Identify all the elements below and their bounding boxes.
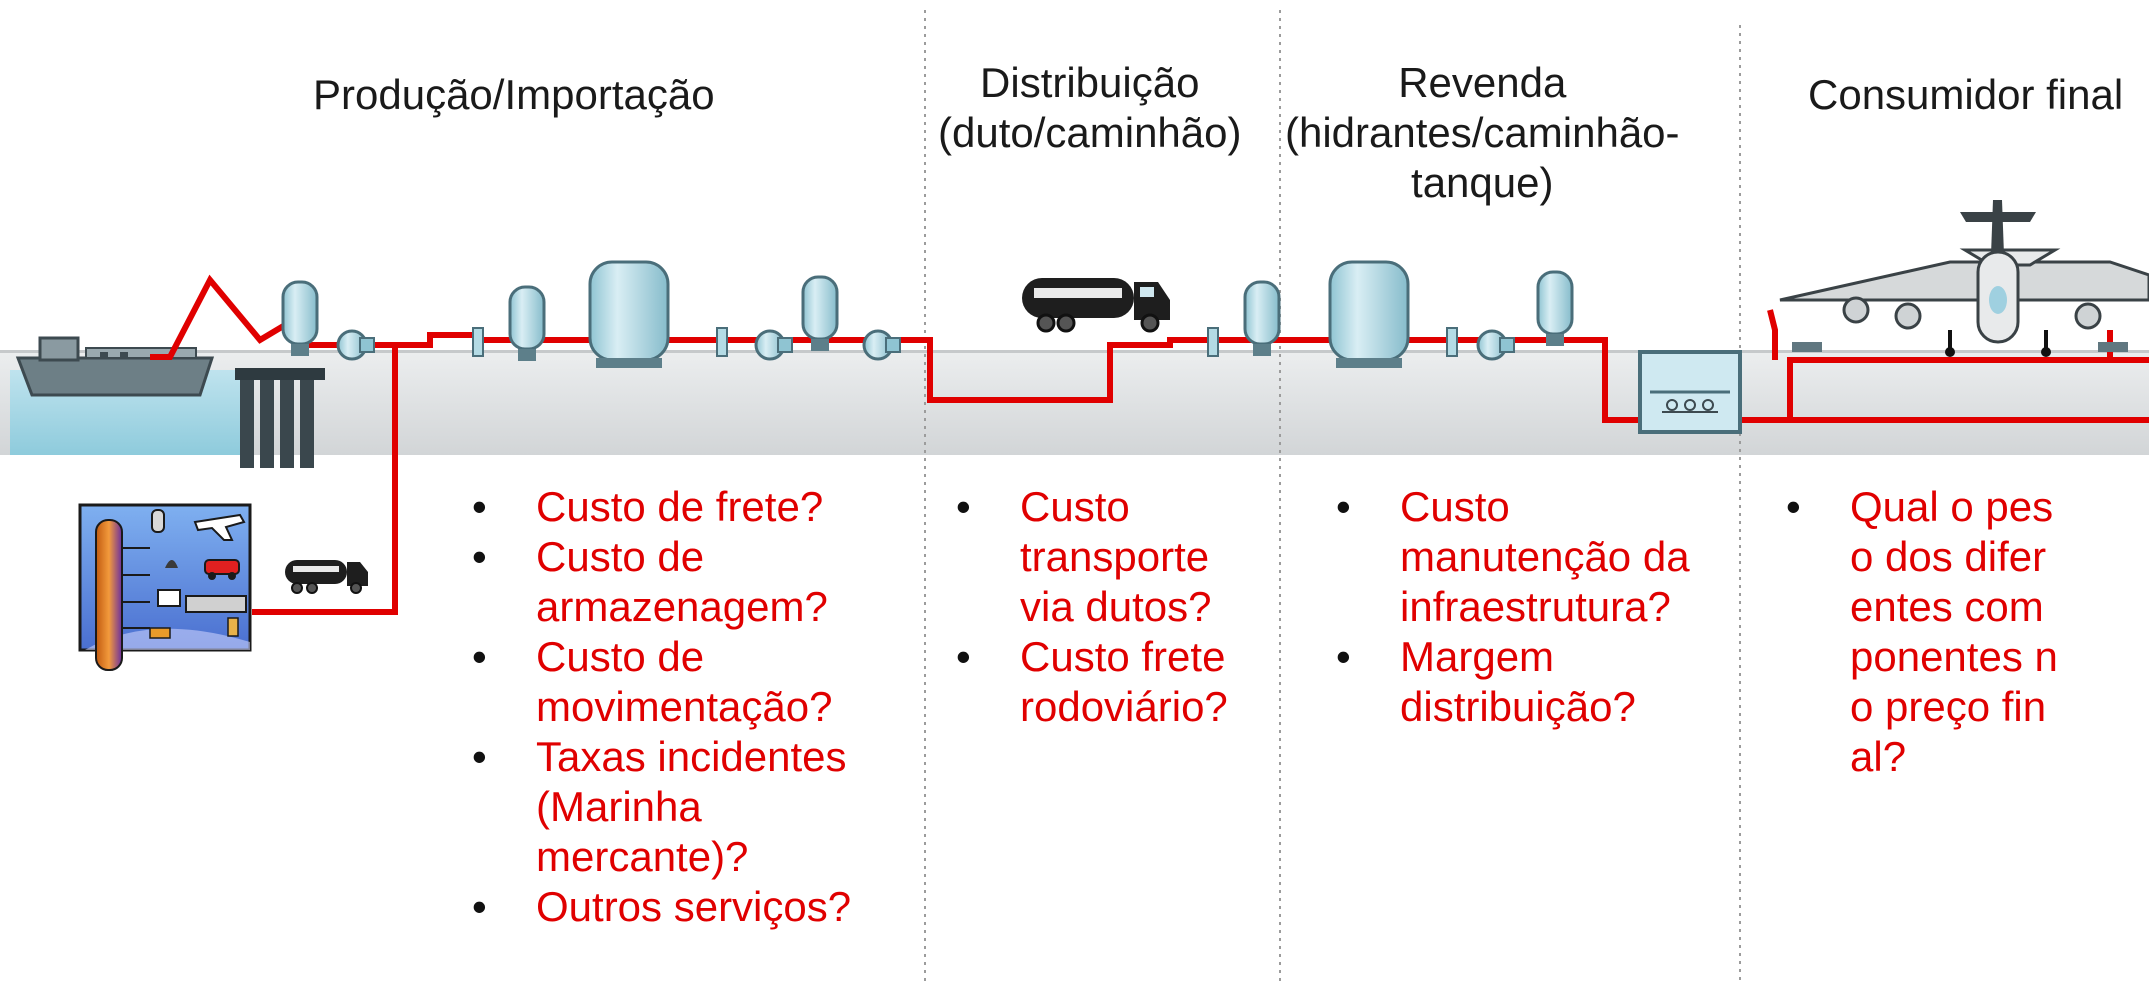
questions-distribuicao: Custo transporte via dutos? Custo frete … bbox=[950, 482, 1270, 732]
stage-title-producao: Produção/Importação bbox=[313, 71, 715, 118]
questions-producao: Custo de frete? Custo de armazenagem? Cu… bbox=[466, 482, 906, 932]
stage-title-revenda: Revenda (hidrantes/caminhão- tanque) bbox=[1285, 59, 1680, 206]
hydrant-pit-icon bbox=[1638, 350, 1742, 434]
tank-icon-small-4 bbox=[1243, 280, 1281, 358]
refinery-icon bbox=[78, 503, 252, 671]
ship-icon bbox=[15, 336, 215, 397]
airplane-icon bbox=[1779, 200, 2149, 357]
question-item: Qual o peso dos diferentes componentes n… bbox=[1780, 482, 2060, 782]
question-item: Outros serviços? bbox=[466, 882, 906, 932]
valve-icon-1 bbox=[472, 327, 484, 357]
stage-title-distribuicao: Distribuição (duto/caminhão) bbox=[938, 59, 1242, 156]
question-item: Margem distribuição? bbox=[1330, 632, 1700, 732]
truck-icon-production bbox=[285, 560, 368, 594]
stage-title-consumidor: Consumidor final bbox=[1808, 71, 2124, 118]
tank-icon-small-5 bbox=[1536, 270, 1574, 348]
valve-icon-4 bbox=[1446, 327, 1458, 357]
pipeline bbox=[150, 274, 2149, 615]
question-item: Custo manutenção da infraestrutura? bbox=[1330, 482, 1700, 632]
question-item: Custo frete rodoviário? bbox=[950, 632, 1240, 732]
question-item: Custo de movimentação? bbox=[466, 632, 866, 732]
question-item: Taxas incidentes (Marinha mercante)? bbox=[466, 732, 886, 882]
valve-icon-3 bbox=[1207, 327, 1219, 357]
question-item: Custo de armazenagem? bbox=[466, 532, 831, 632]
jetty-icon bbox=[235, 368, 325, 468]
tank-icon-large-1 bbox=[588, 260, 670, 368]
questions-revenda: Custo manutenção da infraestrutura? Marg… bbox=[1330, 482, 1720, 732]
questions-consumidor: Qual o peso dos diferentes componentes n… bbox=[1780, 482, 2140, 782]
tank-icon-large-2 bbox=[1328, 260, 1410, 368]
valve-icon-2 bbox=[716, 327, 728, 357]
question-item: Custo transporte via dutos? bbox=[950, 482, 1240, 632]
truck-icon-distribution bbox=[1022, 278, 1170, 333]
question-item: Custo de frete? bbox=[466, 482, 906, 532]
tank-icon-small-2 bbox=[508, 285, 546, 363]
